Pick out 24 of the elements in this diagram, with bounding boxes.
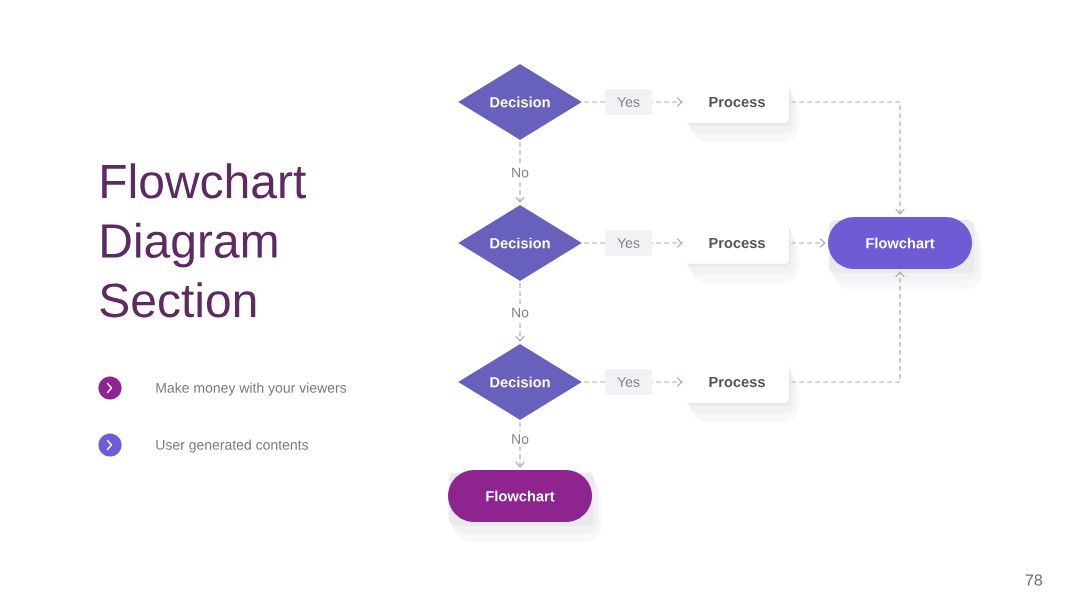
edge-label: Yes <box>605 89 652 115</box>
edge-label: Yes <box>605 369 652 395</box>
page-number: 78 <box>1025 574 1043 586</box>
arrow <box>790 271 905 383</box>
arrow <box>790 238 826 248</box>
process-box: Process <box>685 81 789 123</box>
edge-label: No <box>508 431 532 447</box>
title: Flowchart Diagram Section <box>100 163 306 318</box>
node-label: Process <box>709 376 765 388</box>
process-box: Process <box>685 222 789 264</box>
arrow <box>515 282 525 342</box>
process-box: Process <box>685 361 789 403</box>
arrow <box>515 421 525 468</box>
node-label: Process <box>709 96 765 108</box>
node-label: Process <box>709 237 765 249</box>
terminal-pill: Flowchart <box>828 217 972 269</box>
edge-label: No <box>508 304 532 321</box>
edge-label: No <box>508 164 532 181</box>
list-item-text: Make money with your viewers <box>156 382 347 396</box>
terminal-pill: Flowchart <box>448 470 592 522</box>
arrow <box>515 141 525 203</box>
list-item-text: User generated contents <box>156 439 309 453</box>
edge-label: Yes <box>605 230 652 256</box>
arrow <box>790 101 905 215</box>
